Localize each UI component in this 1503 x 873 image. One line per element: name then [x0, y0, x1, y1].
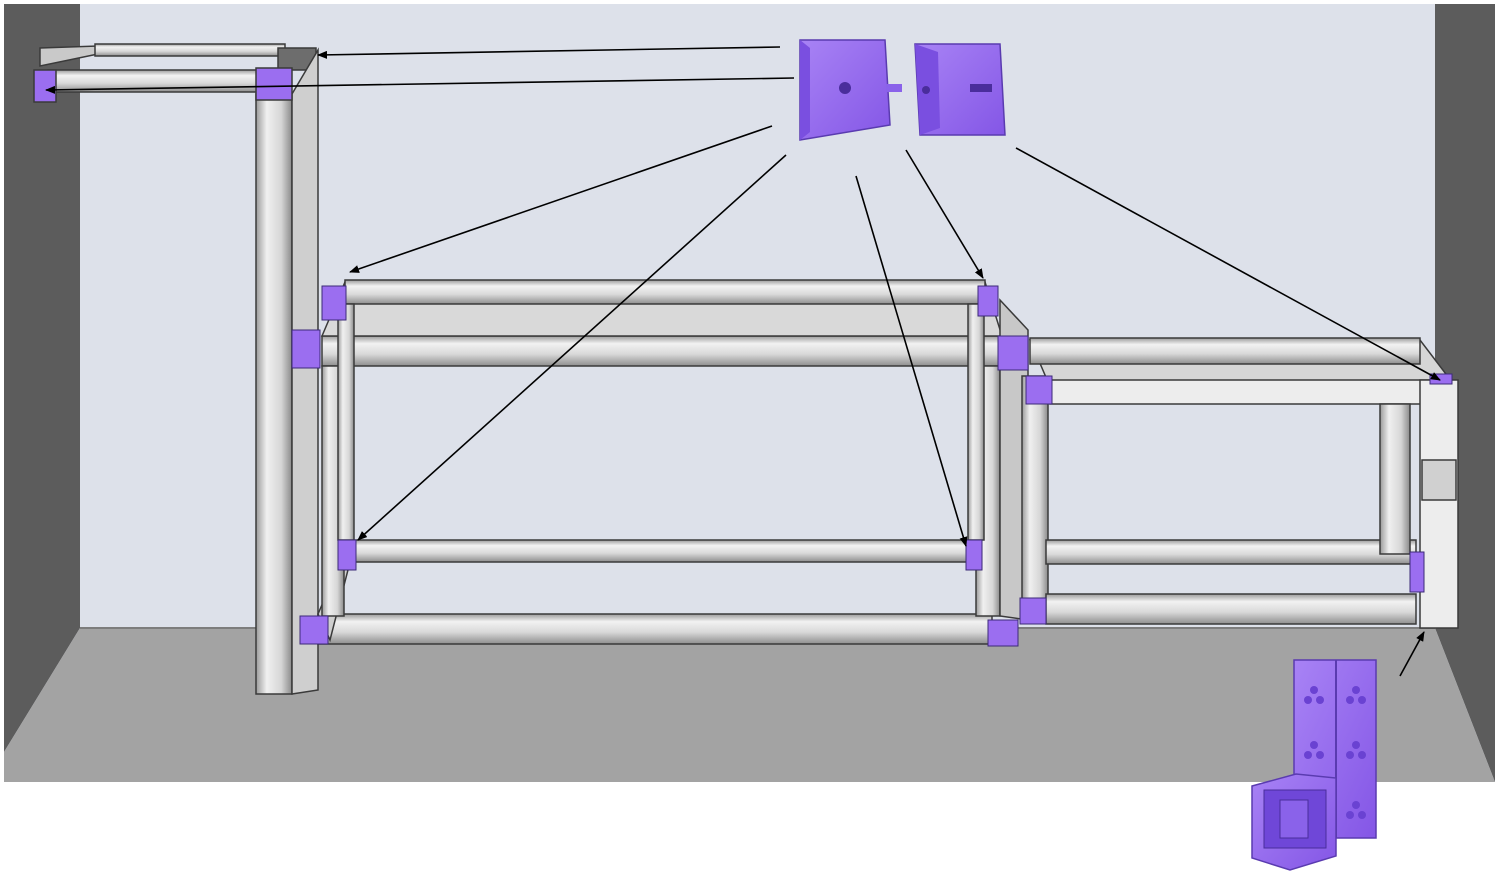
floor: [4, 628, 1495, 782]
end-cap-bracket: [914, 43, 1006, 136]
arrow-to-left-back-top: [349, 125, 773, 273]
connector-mid-back-bottom: [965, 539, 983, 571]
arrow-to-right-foot: [1399, 631, 1425, 677]
mid-back-rail: [344, 279, 986, 305]
connector-left-back-bottom: [337, 539, 357, 571]
low-back-rail: [349, 539, 971, 563]
mid-back-leg: [967, 303, 985, 541]
right-back-leg: [1379, 403, 1411, 555]
connector-left-bottom: [299, 615, 329, 645]
right-low-back-rail: [1045, 539, 1417, 565]
right-front-leg: [1419, 379, 1459, 629]
shelf-end-cap: [33, 69, 57, 103]
arrows: [45, 46, 1441, 677]
connector-right-end-bottom: [1409, 551, 1425, 593]
arrow-to-right-end-top: [1015, 147, 1441, 381]
tall-post-front: [255, 93, 293, 695]
connector-mid-bottom: [987, 619, 1019, 647]
right-module-left-leg: [1021, 375, 1049, 623]
right-front-rail: [1049, 379, 1445, 405]
connector-left-back-top: [321, 285, 347, 321]
right-low-front-rail: [1045, 593, 1417, 625]
low-front-rail: [317, 613, 993, 645]
arrow-to-shelf-end: [45, 77, 795, 94]
small-corner-bracket: [1251, 773, 1337, 871]
arrow-to-shelf-corner: [317, 46, 781, 59]
bolt-hole: [839, 82, 851, 94]
arrow-to-mid-back-bottom: [855, 175, 968, 547]
frame: [33, 43, 1459, 695]
left-wall: [4, 4, 80, 752]
side-connector-bracket: [799, 39, 902, 141]
mid-front-rail: [321, 335, 1003, 367]
shelf-back-rail: [94, 43, 286, 57]
connector-mid-top: [997, 335, 1029, 371]
tall-post-connector: [255, 67, 293, 101]
right-back-rail: [1029, 337, 1421, 365]
arrow-to-mid-back-top: [905, 149, 984, 279]
connector-right-end-top: [1429, 373, 1453, 385]
arrow-to-left-back-bottom: [357, 154, 787, 541]
frame-connectors: [291, 285, 1453, 647]
connector-right-top: [1025, 375, 1053, 405]
connector-mid-back-top: [977, 285, 999, 317]
connector-right-bottom: [1019, 597, 1047, 625]
connector-left-top: [291, 329, 321, 369]
left-back-leg: [337, 303, 355, 541]
tall-post-side: [291, 47, 319, 695]
